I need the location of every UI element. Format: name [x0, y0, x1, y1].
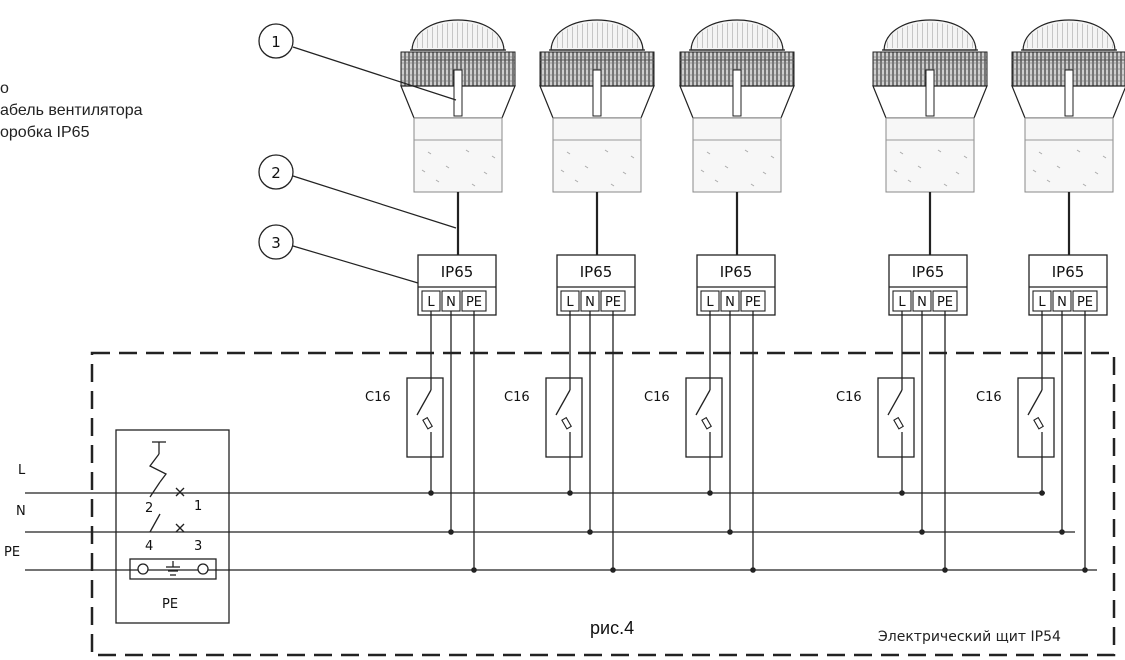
terminal-pe: PE	[605, 295, 621, 310]
callout-3: 3	[258, 224, 419, 284]
breaker-c16-2: C16	[504, 377, 583, 458]
ground-icon	[166, 561, 180, 576]
figure-caption: рис.4	[590, 618, 634, 638]
terminal-n: N	[1057, 295, 1067, 310]
terminal-pe: PE	[745, 295, 761, 310]
fan-5	[1011, 19, 1125, 255]
mains-label-l: L	[18, 463, 26, 478]
fan-4	[872, 19, 988, 255]
box-rating: IP65	[1052, 263, 1085, 281]
callout-1-number: 1	[271, 33, 281, 51]
terminal-n: N	[585, 295, 595, 310]
fan-3	[679, 19, 795, 255]
breaker-c16-5: C16	[976, 377, 1055, 458]
callout-1: 1	[258, 23, 457, 101]
switch-pin-1: 1	[194, 499, 202, 514]
terminal-n: N	[725, 295, 735, 310]
pe-terminal-bar	[129, 558, 217, 580]
box-rating: IP65	[720, 263, 753, 281]
breaker-label: C16	[976, 390, 1002, 405]
terminal-l: L	[427, 295, 435, 310]
terminal-l: L	[898, 295, 906, 310]
breaker-label: C16	[365, 390, 391, 405]
panel-border	[90, 351, 1116, 657]
mains-label-pe: PE	[4, 545, 20, 560]
terminal-n: N	[446, 295, 456, 310]
fan-2	[539, 19, 655, 255]
main-switch: 2 1 4 3 PE	[115, 429, 230, 624]
breaker-label: C16	[644, 390, 670, 405]
terminal-pe: PE	[937, 295, 953, 310]
legend: о абель вентилятора оробка IP65	[0, 78, 143, 144]
terminal-pe: PE	[1077, 295, 1093, 310]
fans	[400, 19, 1125, 255]
switch-pin-3: 3	[194, 539, 202, 554]
terminal-n: N	[917, 295, 927, 310]
box-rating: IP65	[912, 263, 945, 281]
box-rating: IP65	[441, 263, 474, 281]
mains-label-n: N	[16, 504, 26, 519]
breaker-label: C16	[504, 390, 530, 405]
switch-pin-4: 4	[145, 539, 153, 554]
panel-title: Электрический щит IP54	[878, 629, 1061, 645]
terminal-pe: PE	[466, 295, 482, 310]
pe-bar-label: PE	[162, 597, 178, 612]
terminal-l: L	[1038, 295, 1046, 310]
legend-item-1: о	[0, 80, 9, 97]
breaker-c16-3: C16	[644, 377, 723, 458]
fan-1	[400, 19, 516, 255]
breaker-c16-1: C16	[365, 377, 444, 458]
callout-2: 2	[258, 154, 457, 229]
terminal-l: L	[566, 295, 574, 310]
box-rating: IP65	[580, 263, 613, 281]
legend-item-3: оробка IP65	[0, 124, 90, 141]
wiring	[25, 311, 1097, 573]
callout-2-number: 2	[271, 164, 281, 182]
terminal-l: L	[706, 295, 714, 310]
switch-pin-2: 2	[145, 501, 153, 516]
legend-item-2: абель вентилятора	[0, 102, 143, 119]
breaker-label: C16	[836, 390, 862, 405]
callout-3-number: 3	[271, 234, 281, 252]
breakers: C16 C16 C16 C16 C16	[365, 377, 1055, 458]
breaker-c16-4: C16	[836, 377, 915, 458]
